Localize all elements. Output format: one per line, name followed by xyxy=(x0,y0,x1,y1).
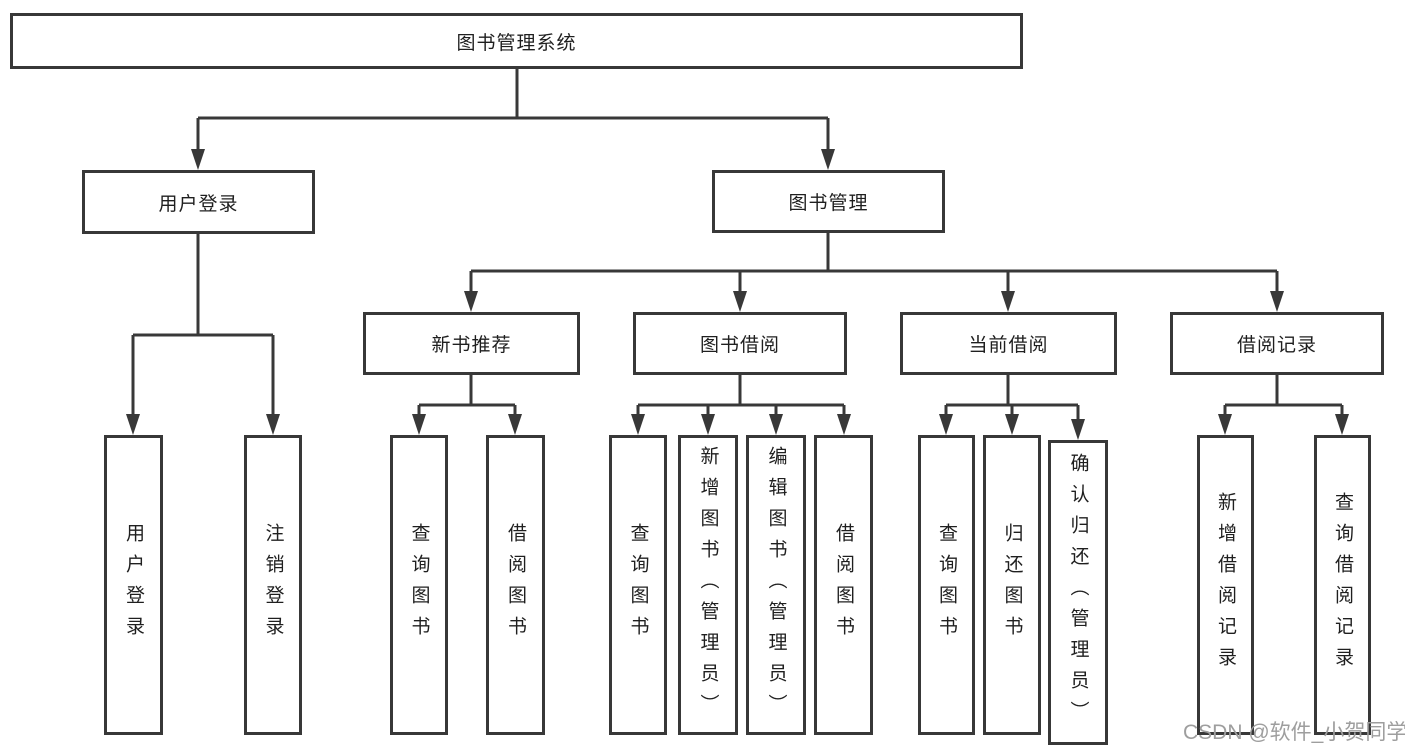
node-label: 新增借阅记录 xyxy=(1215,492,1236,678)
csdn-watermark: CSDN @软件_小贺同学 xyxy=(1183,721,1405,744)
node-borrow-record: 借阅记录 xyxy=(1170,312,1384,375)
connector-user-login-branch xyxy=(126,234,280,435)
node-label: 注销登录 xyxy=(262,523,284,647)
node-label: 当前借阅 xyxy=(968,335,1049,356)
node-label: 图书管理系统 xyxy=(456,32,577,54)
node-book-borrow: 图书借阅 xyxy=(633,312,847,375)
node-leaf-borrow-book-1: 借阅图书 xyxy=(486,435,545,735)
node-label: 借阅记录 xyxy=(1236,335,1317,356)
connector-current-borrow-branch xyxy=(939,375,1085,440)
node-leaf-add-borrow-record: 新增借阅记录 xyxy=(1197,435,1254,735)
connector-book-mgmt-branch xyxy=(464,233,1284,312)
node-label: 图书借阅 xyxy=(699,335,780,356)
arrowhead-icon xyxy=(1270,291,1284,312)
connector-borrow-record-branch xyxy=(1218,375,1349,435)
node-leaf-logout: 注销登录 xyxy=(244,435,302,735)
arrowhead-icon xyxy=(508,414,522,435)
arrowhead-icon xyxy=(821,149,835,170)
arrowhead-icon xyxy=(733,291,747,312)
arrowhead-icon xyxy=(464,291,478,312)
node-current-borrow: 当前借阅 xyxy=(900,312,1117,375)
arrowhead-icon xyxy=(266,414,280,435)
node-leaf-query-book-2: 查询图书 xyxy=(609,435,667,735)
node-leaf-query-book-3: 查询图书 xyxy=(918,435,975,735)
node-leaf-return-book: 归还图书 xyxy=(983,435,1041,735)
arrowhead-icon xyxy=(769,414,783,435)
node-leaf-confirm-return-admin: 确认归还（管理员） xyxy=(1048,440,1108,745)
node-root-library-system: 图书管理系统 xyxy=(10,13,1023,69)
node-leaf-edit-book-admin: 编辑图书（管理员） xyxy=(746,435,806,735)
node-label: 用户登录 xyxy=(123,523,144,647)
arrowhead-icon xyxy=(939,414,953,435)
node-label: 编辑图书（管理员） xyxy=(765,445,787,725)
node-label: 查询借阅记录 xyxy=(1332,492,1353,678)
arrowhead-icon xyxy=(412,414,426,435)
node-label: 借阅图书 xyxy=(833,523,854,647)
arrowhead-icon xyxy=(701,414,715,435)
node-label: 图书管理 xyxy=(788,193,869,214)
arrowhead-icon xyxy=(631,414,645,435)
connector-root-to-level2 xyxy=(191,69,835,170)
arrowhead-icon xyxy=(1001,291,1015,312)
node-leaf-query-borrow-record: 查询借阅记录 xyxy=(1314,435,1371,735)
arrowhead-icon xyxy=(1335,414,1349,435)
arrowhead-icon xyxy=(191,149,205,170)
node-label: 归还图书 xyxy=(1001,523,1023,647)
node-book-management: 图书管理 xyxy=(712,170,945,233)
node-new-book-recommend: 新书推荐 xyxy=(363,312,580,375)
node-label: 查询图书 xyxy=(936,523,957,647)
arrowhead-icon xyxy=(126,414,140,435)
node-leaf-add-book-admin: 新增图书（管理员） xyxy=(678,435,738,735)
node-leaf-user-login: 用户登录 xyxy=(104,435,163,735)
node-label: 确认归还（管理员） xyxy=(1067,453,1089,732)
connector-book-borrow-branch xyxy=(631,375,851,435)
node-label: 新书推荐 xyxy=(431,335,512,356)
node-label: 借阅图书 xyxy=(505,523,526,647)
arrowhead-icon xyxy=(1218,414,1232,435)
node-user-login: 用户登录 xyxy=(82,170,315,234)
connector-new-book-branch xyxy=(412,375,522,435)
node-label: 查询图书 xyxy=(408,523,430,647)
node-label: 用户登录 xyxy=(158,193,239,215)
arrowhead-icon xyxy=(1005,414,1019,435)
node-label: 查询图书 xyxy=(627,523,649,647)
node-label: 新增图书（管理员） xyxy=(697,445,719,725)
arrowhead-icon xyxy=(1071,419,1085,440)
node-leaf-query-book-1: 查询图书 xyxy=(390,435,448,735)
arrowhead-icon xyxy=(837,414,851,435)
node-leaf-borrow-book-2: 借阅图书 xyxy=(814,435,873,735)
